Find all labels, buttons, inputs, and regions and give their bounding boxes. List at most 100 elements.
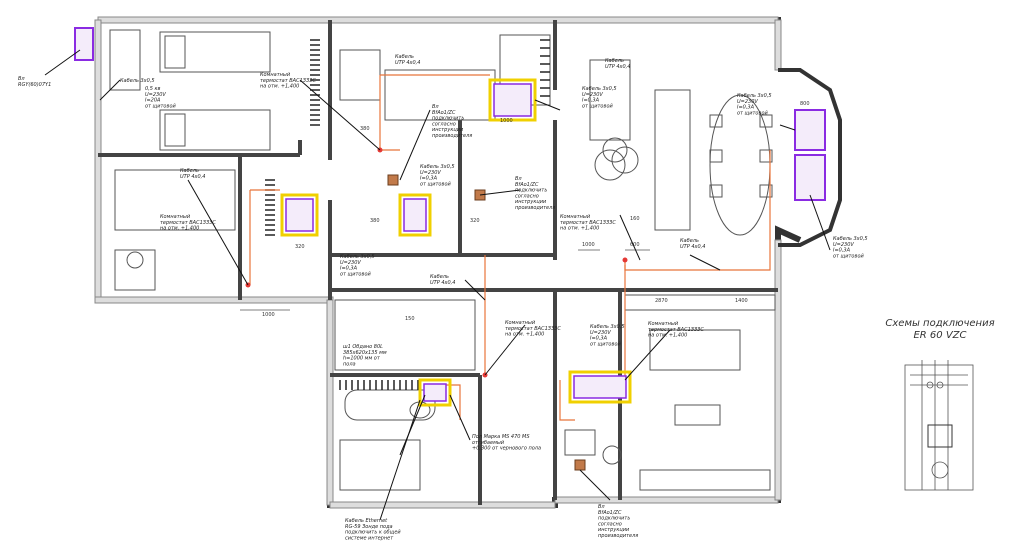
label-line: Вл [515,176,522,182]
label-line: подключить [432,116,464,122]
label-line: Кабель 3х0,5 [340,254,375,260]
label-line: U=230V [833,242,854,248]
label-line: U=230V [420,170,441,176]
label-line: Кабель 3х0,5 [420,164,455,170]
label-line: +0,300 от чернового пола [472,446,541,452]
label-line: Кабель Ethernet [345,518,388,524]
label-line: Кабель 3х0,5 [582,86,617,92]
label-line: Кабель 3х0,5 [833,236,868,242]
label-line: термостат BAC1ЗЗЗС [560,220,616,226]
label-line: UTP 4х0,4 [430,280,455,286]
label-line: подключить к общей [345,530,401,536]
label-line: I=0,3A [737,105,755,111]
label-line: согласно [598,521,622,527]
label-line: BfАо1/ZС [515,182,539,188]
label-line: U=230V [590,330,611,336]
label-line: инструкции [598,527,630,533]
label-line: инструкции [515,199,547,205]
label-line: от щитовой [420,181,451,187]
label-line: отгибаемый [472,440,505,446]
dimension-text: 160 [630,216,640,222]
dimension-text: 320 [470,218,480,224]
leader-lines [44,49,831,521]
heating-cables [249,74,771,421]
label-line: от щитовой [737,110,768,116]
label-line: подключить [598,516,630,522]
label-line: I=0,3A [590,336,608,342]
label-line: Комнатный [505,320,536,326]
label-line: инструкции [432,127,464,133]
dimension-text: 380 [370,218,380,224]
label-line: UTP 4х0,4 [395,60,420,66]
dimension-text: 1000 [500,118,513,124]
label-line: U=230V [145,92,166,98]
label-line: I=0,3A [833,248,851,254]
label-line: Кабель 3х0,5 [590,324,625,330]
label-line: Кабель [430,274,449,280]
connection-schema [904,360,974,491]
label-line: Вл [18,76,25,82]
wall-hatch [94,16,782,509]
dimension-text: 150 [405,316,415,322]
label-line: подключить [515,188,547,194]
schema-title-line1: Схемы подключения [885,318,995,329]
label-line: согласно [432,121,456,127]
exterior-walls [95,17,802,508]
label-line: от щитовой [590,341,621,347]
schema-title-line2: ER 60 VZC [913,330,967,341]
label-line: термостат BAC1ЗЗЗС [648,327,704,333]
dimension-lines [240,249,650,311]
label-line: Кабель 3х0,5 [737,93,772,99]
label-line: U=230V [737,99,758,105]
label-line: UTP 4х0,4 [680,244,705,250]
label-line: U=230V [340,260,361,266]
label-line: Комнатный [648,321,679,327]
bay-window [778,68,842,247]
dimension-text: 1000 [262,312,275,318]
label-line: Кабель 3х0,5 [120,78,155,84]
label-line: производителя [515,205,555,211]
label-line: на отм. +1,400 [260,84,299,90]
dimension-text: 800 [800,101,810,107]
label-line: согласно [515,193,539,199]
label-line: Кабель [680,238,699,244]
dimension-text: 1000 [582,242,595,248]
dimension-text: 1400 [735,298,748,304]
label-line: Кабель [180,168,199,174]
label-line: RG-59 Зонде пода [345,524,393,530]
dimension-text: 2870 [655,298,668,304]
label-line: h=1000 мм от [343,356,381,362]
label-line: ш1 Обдано 80L [343,344,383,350]
label-line: на отм. +1,400 [160,226,199,232]
label-line: от щитовой [582,103,613,109]
label-line: на отм. +1,400 [505,332,544,338]
label-line: Пол Марка MS 470 MS [472,434,530,440]
label-line: Комнатный [260,72,291,78]
label-line: Вл [598,504,605,510]
label-line: термостат BAC1ЗЗЗС [160,220,216,226]
heating-mats [74,27,826,407]
label-line: I=0,3A [420,176,438,182]
label-line: Комнатный [560,214,591,220]
